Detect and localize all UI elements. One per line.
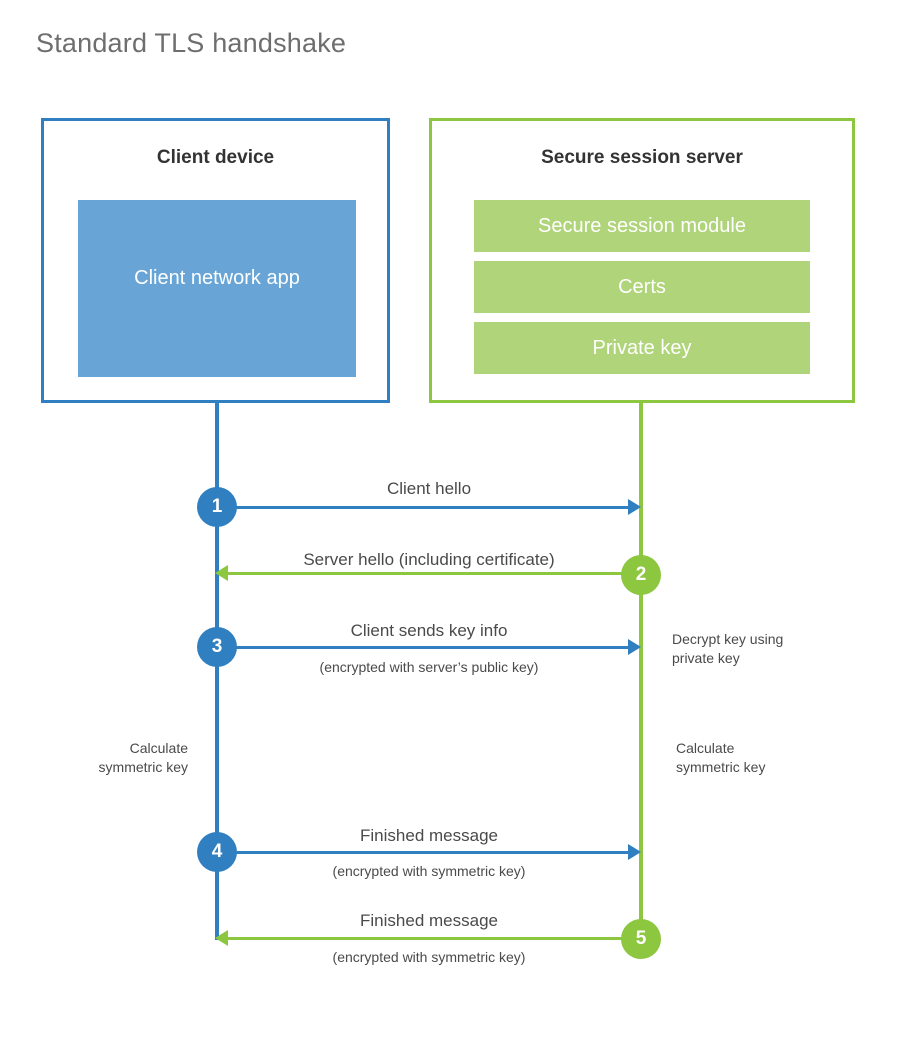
note-client-calculate-symmetric-key: Calculate symmetric key [98,740,188,775]
server-block-private-key: Private key [474,322,810,374]
server-block-certs: Certs [474,261,810,313]
step-5-sublabel: (encrypted with symmetric key) [332,949,526,965]
step-4-sublabel: (encrypted with symmetric key) [332,863,526,879]
server-block-secure-session-module: Secure session module [474,200,810,252]
client-device-box: Client device Client network app [41,118,390,403]
step-4-arrow-line [217,851,629,854]
step-1-arrow-line [217,506,629,509]
page-title: Standard TLS handshake [36,28,347,58]
step-3-sublabel: (encrypted with server’s public key) [319,659,539,675]
step-4-arrow-head-icon [628,844,641,860]
step-3-number: 3 [211,636,223,657]
step-1-circle: 1 [197,487,237,527]
secure-session-server-box: Secure session server Secure session mod… [429,118,855,403]
note-decrypt-key: Decrypt key using private key [672,631,784,666]
step-2-arrow-line [228,572,629,575]
secure-session-server-title: Secure session server [541,147,743,168]
client-network-app-label: Client network app [134,266,300,289]
server-lifeline [639,403,643,939]
step-3-arrow-line [217,646,629,649]
step-2-number: 2 [635,564,647,585]
step-1-label: Client hello [386,479,472,498]
step-3-label: Client sends key info [350,621,508,640]
step-5-arrow-head-icon [215,930,228,946]
step-5-label: Finished message [360,911,498,930]
step-4-label: Finished message [360,826,498,845]
step-4-circle: 4 [197,832,237,872]
client-lifeline [215,403,219,940]
step-5-circle: 5 [621,919,661,959]
step-3-circle: 3 [197,627,237,667]
step-2-label: Server hello (including certificate) [303,550,555,569]
note-server-calculate-symmetric-key: Calculate symmetric key [676,740,766,775]
step-2-circle: 2 [621,555,661,595]
step-4-number: 4 [211,841,223,862]
client-network-app-block: Client network app [78,200,356,377]
step-5-arrow-line [228,937,629,940]
step-1-arrow-head-icon [628,499,641,515]
step-3-arrow-head-icon [628,639,641,655]
step-2-arrow-head-icon [215,565,228,581]
step-5-number: 5 [635,928,647,949]
server-block-label: Private key [592,336,692,359]
server-block-label: Secure session module [538,214,746,237]
server-block-label: Certs [618,275,666,298]
step-1-number: 1 [211,496,223,517]
client-device-title: Client device [156,147,275,168]
